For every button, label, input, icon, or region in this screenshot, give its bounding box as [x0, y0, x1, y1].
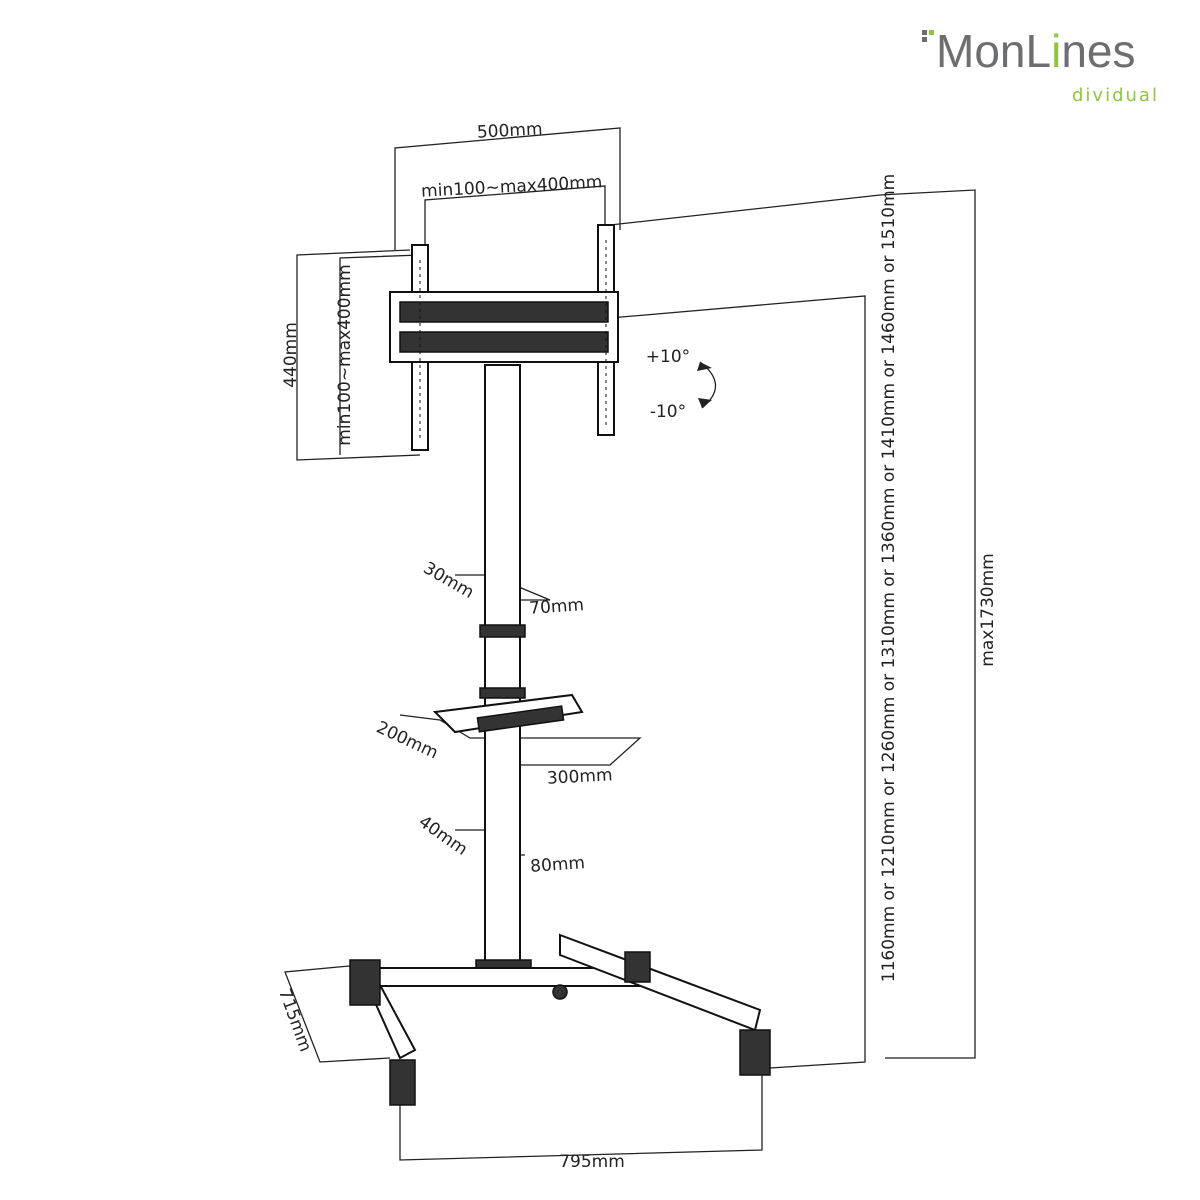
pole-depth-upper-label: 30mm: [420, 558, 477, 603]
logo-square-icon: [922, 30, 927, 35]
pole-depth-lower-label: 40mm: [415, 812, 471, 860]
pole-width-upper-label: 70mm: [529, 595, 585, 619]
tilt-down-label: -10°: [650, 402, 686, 422]
max-height-label: max1730mm: [978, 553, 998, 666]
tv-bracket: [389, 224, 619, 451]
logo-text: MonL: [936, 25, 1051, 77]
logo-text-accent: i: [1051, 25, 1061, 77]
vesa-horizontal-label: min100~max400mm: [421, 172, 603, 201]
logo-tagline: dividual: [1072, 85, 1159, 106]
logo-square-icon: [929, 30, 934, 35]
shelf-depth-label: 200mm: [373, 718, 441, 764]
vesa-vertical-label: min100~max400mm: [335, 264, 355, 445]
pole: [475, 364, 532, 977]
logo-text-end: nes: [1061, 25, 1135, 77]
pole-width-lower-label: 80mm: [530, 853, 586, 877]
shelf: [432, 693, 584, 734]
bracket-width-label: 500mm: [476, 119, 543, 142]
logo-square-icon: [922, 37, 927, 42]
svg-text:MonLines: MonLines: [936, 25, 1135, 77]
base-with-casters: [349, 933, 771, 1106]
bracket-height-label: 440mm: [281, 322, 301, 388]
tilt-up-label: +10°: [646, 347, 690, 367]
base-width-label: 795mm: [559, 1152, 625, 1172]
base-depth-label: 715mm: [274, 986, 315, 1054]
shelf-width-label: 300mm: [546, 765, 613, 788]
height-options-label: 1160mm or 1210mm or 1260mm or 1310mm or …: [879, 174, 899, 982]
dimension-lines: [284, 127, 976, 1161]
monlines-logo: MonLines dividual: [922, 25, 1159, 106]
